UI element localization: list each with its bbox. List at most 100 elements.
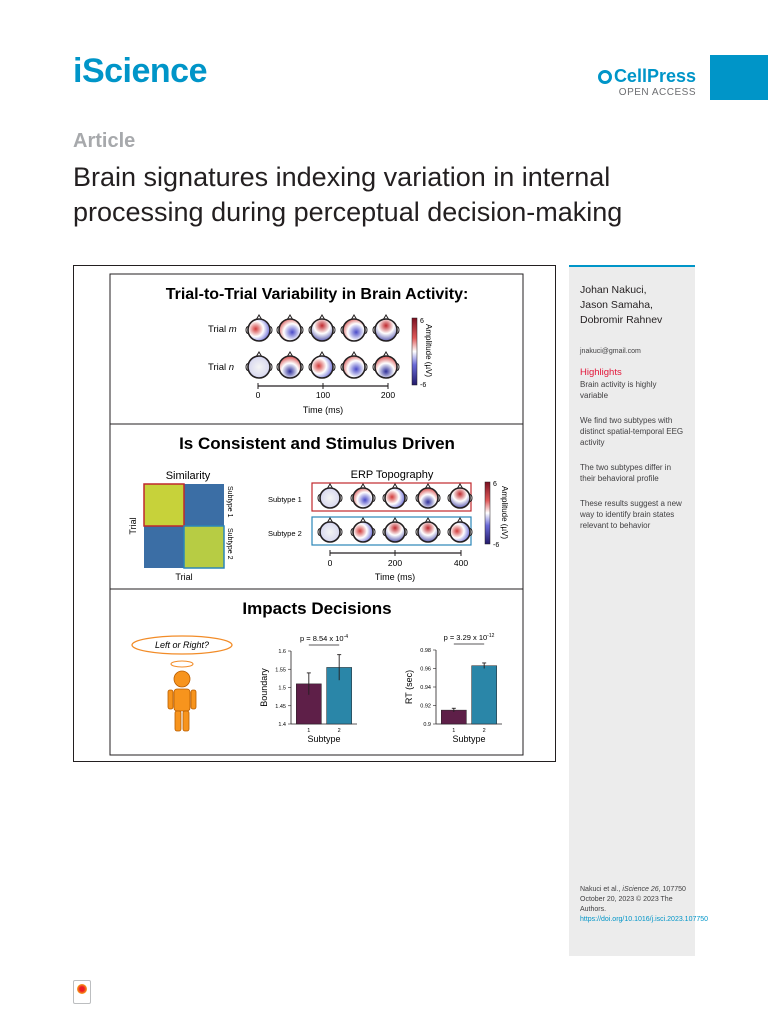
person-figure	[167, 670, 197, 732]
y-tick-label: 0.94	[420, 685, 431, 691]
journal-logo: iScience	[73, 52, 207, 90]
sidebar: Johan Nakuci, Jason Samaha, Dobromir Rah…	[569, 265, 709, 956]
topography-head	[340, 351, 368, 379]
topography-head	[317, 483, 343, 509]
author-name[interactable]: Dobromir Rahnev	[580, 314, 663, 326]
y-axis-label: RT (sec)	[404, 670, 414, 704]
panel-1-tick-label: 0	[256, 390, 261, 400]
check-updates-icon	[77, 984, 87, 994]
y-tick-label: 0.9	[423, 722, 431, 728]
x-tick-label: 2	[338, 728, 341, 734]
highlights-heading: Highlights	[580, 367, 622, 378]
panel-1-frame	[109, 273, 524, 425]
topography-head	[372, 351, 400, 379]
open-access-label: OPEN ACCESS	[618, 87, 696, 98]
panel-1-tick-label: 200	[381, 390, 395, 400]
colorbar-1-label: Amplitude (µV)	[424, 324, 433, 377]
highlight-item: We find two subtypes with distinct spati…	[580, 416, 684, 447]
panel-1-tick-label: 100	[316, 390, 330, 400]
author-list: Johan Nakuci, Jason Samaha, Dobromir Rah…	[580, 283, 685, 328]
y-tick-label: 0.96	[420, 667, 431, 673]
x-tick-label: 2	[483, 728, 486, 734]
topography-head	[245, 314, 273, 342]
topography-head	[308, 314, 336, 342]
panel-3-title: Impacts Decisions	[242, 599, 391, 618]
highlight-item: Brain activity is highly variable	[580, 380, 657, 400]
trial-topography-maps	[245, 314, 400, 379]
p-value-label: p = 3.29 x 10-12	[444, 633, 495, 642]
panel-1-title: Trial-to-Trial Variability in Brain Acti…	[166, 286, 469, 303]
similarity-title: Similarity	[166, 470, 211, 482]
erp-topography-title: ERP Topography	[351, 469, 434, 481]
topography-head	[382, 517, 408, 543]
topography-head	[317, 517, 343, 543]
y-tick-label: 1.5	[278, 686, 286, 692]
topography-head	[350, 483, 376, 509]
y-tick-label: 0.98	[420, 648, 431, 654]
cellpress-logo: CellPress OPEN ACCESS	[592, 66, 696, 98]
y-axis-label: Boundary	[259, 668, 269, 707]
similarity-side-label-2: Subtype 2	[226, 528, 233, 560]
similarity-side-label-1: Subtype 1	[226, 486, 233, 518]
y-tick-label: 1.4	[278, 722, 286, 728]
y-tick-label: 1.6	[278, 649, 286, 655]
topography-head	[447, 483, 473, 509]
y-tick-label: 1.55	[275, 667, 286, 673]
doi-link[interactable]: https://doi.org/10.1016/j.isci.2023.1077…	[580, 916, 709, 923]
subtype-topography-maps	[317, 483, 473, 543]
bar	[441, 709, 467, 725]
corner-accent	[710, 55, 768, 100]
topography-head	[340, 314, 368, 342]
author-name[interactable]: Johan Nakuci,	[580, 284, 647, 296]
citation-date: October 20, 2023 © 2023 The Authors.	[580, 896, 673, 913]
correspondence-email[interactable]: jnakuci@gmail.com	[580, 348, 641, 355]
x-axis-label: Subtype	[452, 734, 485, 744]
citation-line: Nakuci et al., iScience 26, 107750	[580, 886, 686, 893]
article-type-label: Article	[73, 130, 136, 152]
y-tick-label: 0.92	[420, 704, 431, 710]
highlight-item: These results suggest a new way to ident…	[580, 499, 682, 530]
panel-2-tick-label: 400	[454, 558, 468, 568]
check-for-updates-badge[interactable]	[73, 980, 91, 1004]
highlight-item: The two subtypes differ in their behavio…	[580, 463, 672, 483]
p-value-label: p = 8.54 x 10-4	[300, 634, 348, 643]
panel-1-xlabel: Time (ms)	[303, 405, 343, 415]
subtype-1-label: Subtype 1	[268, 495, 302, 504]
colorbar-1-max: 6	[420, 318, 424, 325]
citation-block: Nakuci et al., iScience 26, 107750 Octob…	[580, 885, 709, 925]
graphical-abstract: Trial-to-Trial Variability in Brain Acti…	[73, 265, 556, 762]
subtype-2-label: Subtype 2	[268, 529, 302, 538]
panel-2-tick-label: 200	[388, 558, 402, 568]
article-title: Brain signatures indexing variation in i…	[73, 162, 623, 227]
trial-m-label: Trial m	[208, 324, 237, 335]
bar	[471, 665, 497, 725]
colorbar-2-label: Amplitude (µV)	[500, 486, 509, 539]
topography-head	[372, 314, 400, 342]
cellpress-wordmark: CellPress	[592, 66, 696, 87]
panel-1-colorbar	[411, 317, 418, 386]
panel-2-colorbar	[484, 481, 491, 545]
y-tick-label: 1.45	[275, 704, 286, 710]
topography-head	[447, 517, 473, 543]
similarity-xlabel: Trial	[175, 572, 192, 582]
colorbar-2-min: -6	[493, 542, 499, 549]
colorbar-2-max: 6	[493, 481, 497, 488]
similarity-ylabel: Trial	[128, 517, 138, 534]
cellpress-name: CellPress	[613, 66, 696, 86]
topography-head	[415, 517, 441, 543]
colorbar-1-min: -6	[420, 382, 426, 389]
topography-head	[382, 483, 408, 509]
author-name[interactable]: Jason Samaha,	[580, 299, 653, 311]
x-tick-label: 1	[452, 728, 455, 734]
thought-bubble	[131, 635, 233, 655]
panel-2-title: Is Consistent and Stimulus Driven	[179, 434, 455, 453]
thought-bubble-text: Left or Right?	[155, 640, 209, 650]
thought-dot	[170, 660, 194, 668]
topography-head	[308, 351, 336, 379]
cellpress-mark-icon	[597, 70, 612, 84]
topography-head	[245, 351, 273, 379]
trial-n-label: Trial n	[208, 362, 234, 373]
topography-head	[276, 351, 304, 379]
